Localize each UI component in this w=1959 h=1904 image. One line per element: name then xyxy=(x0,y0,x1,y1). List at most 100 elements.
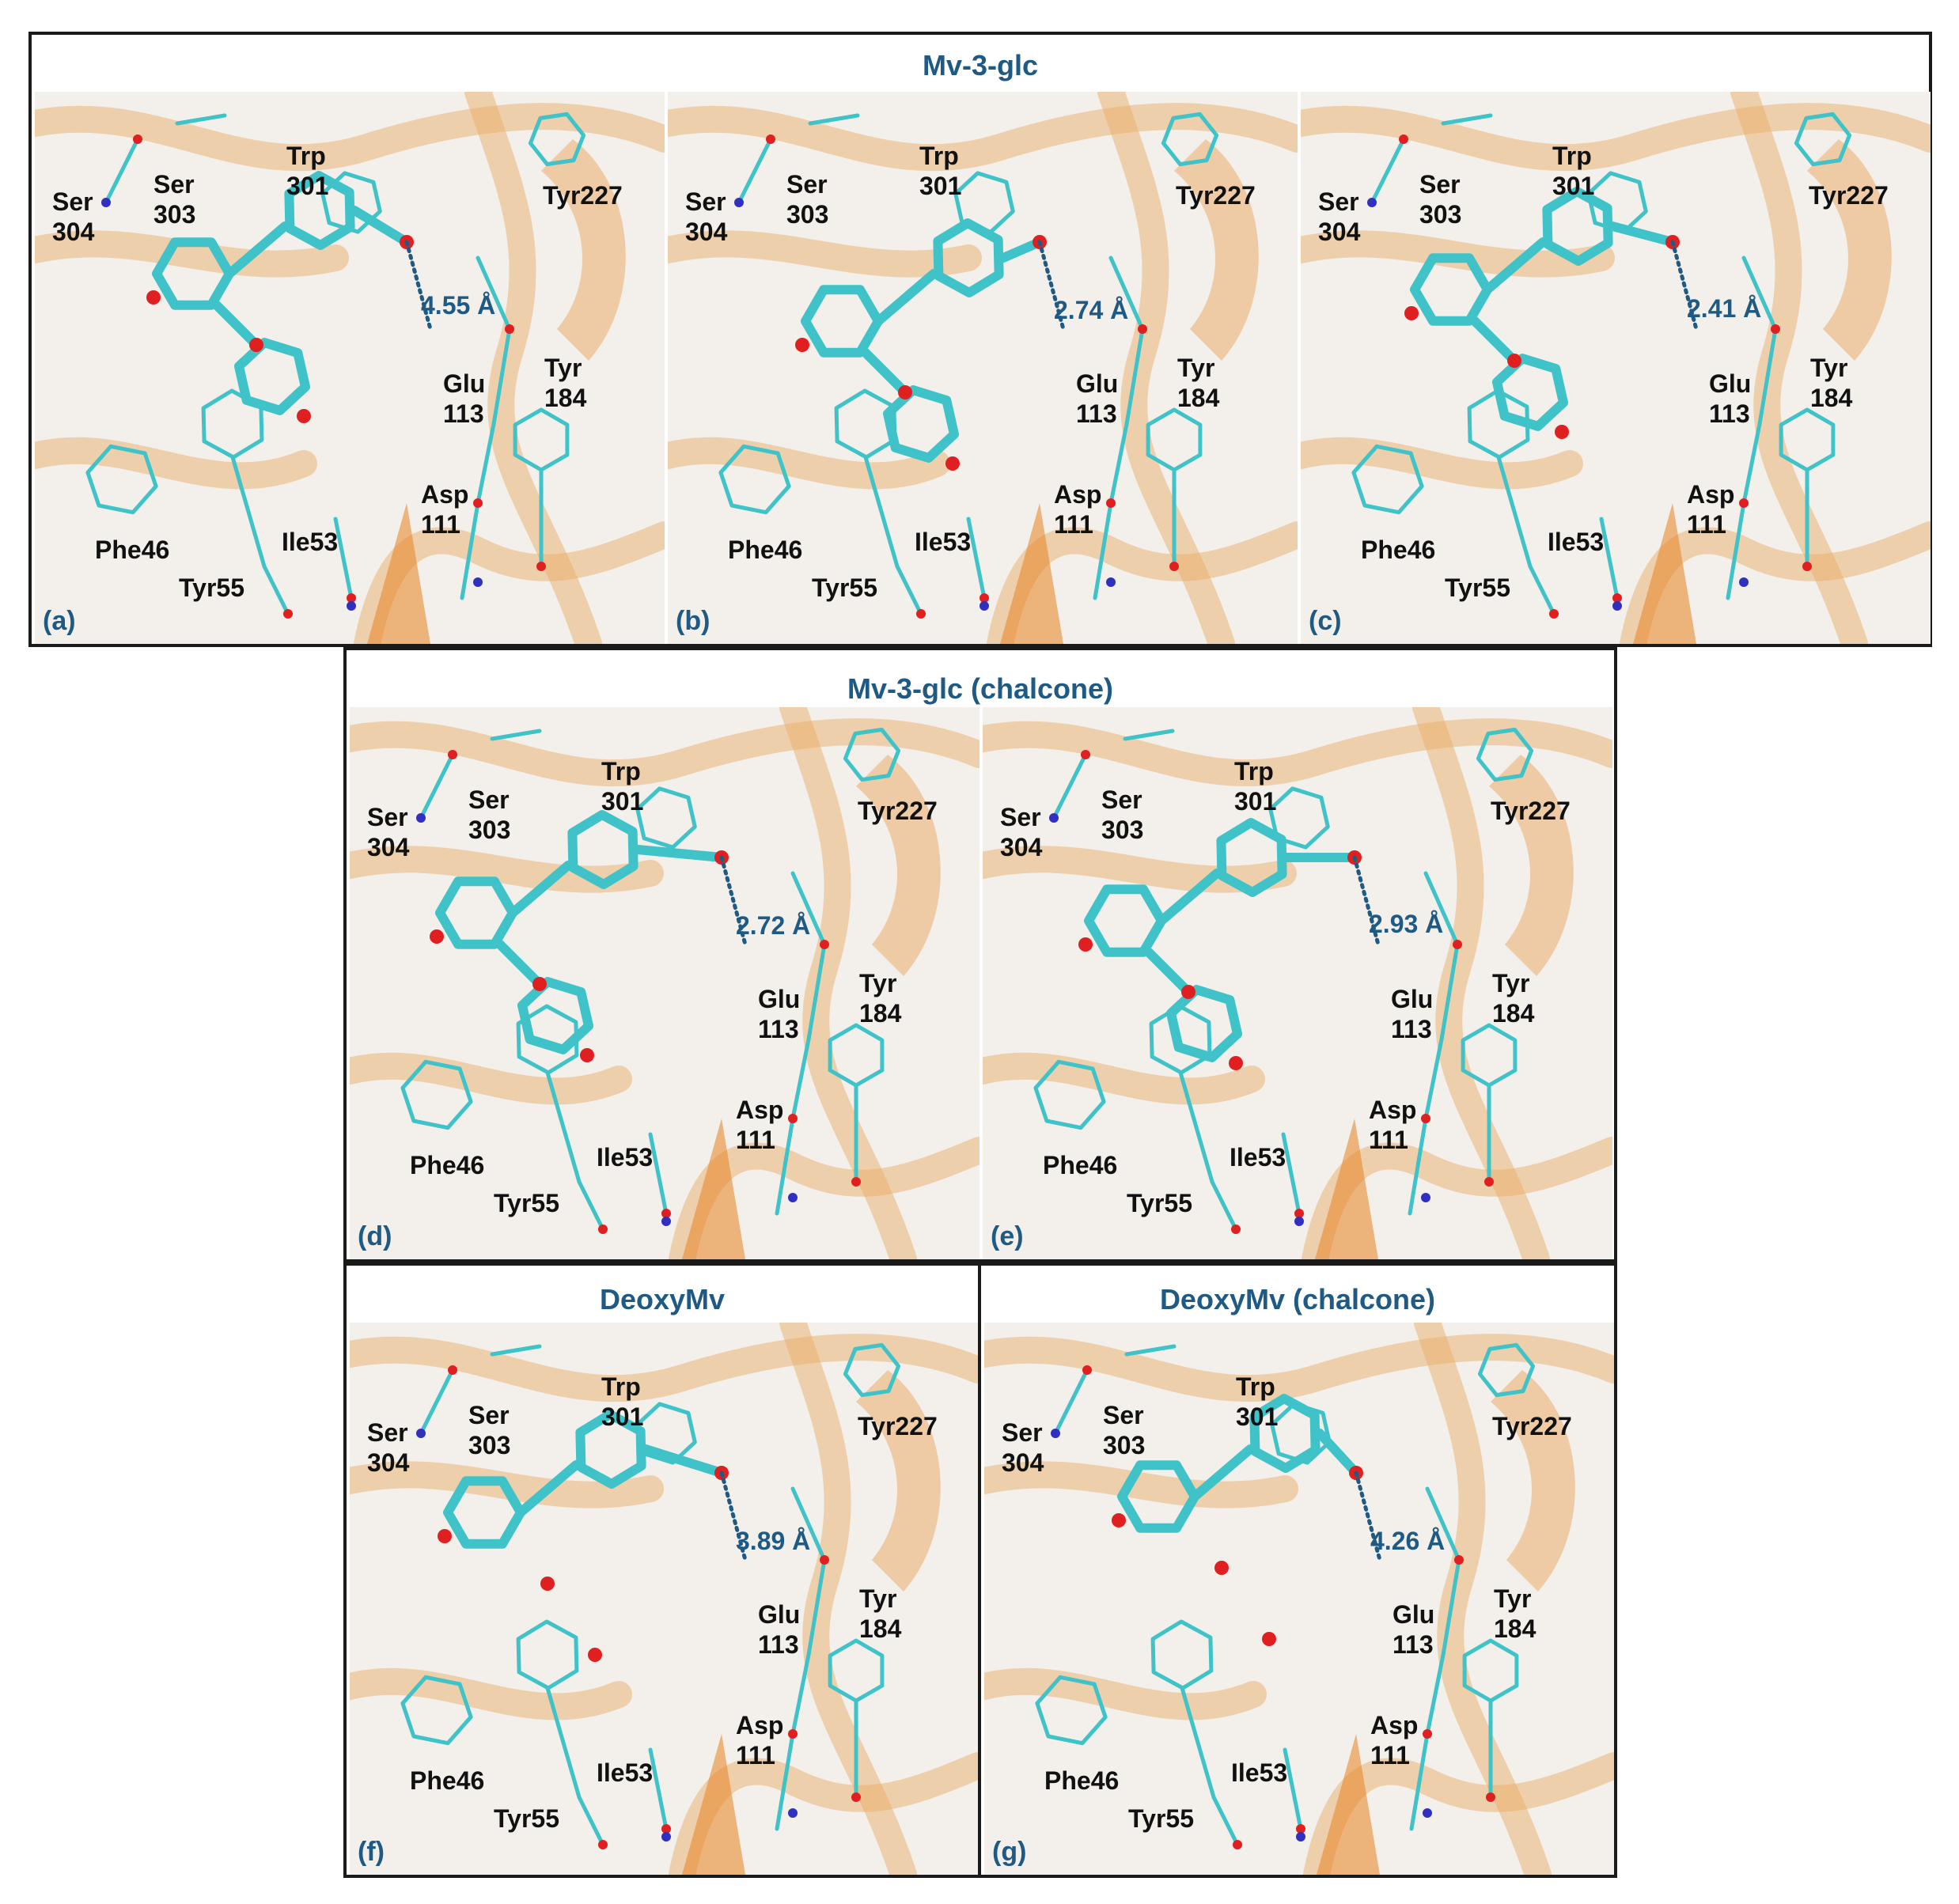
residue-label-line: 304 xyxy=(1002,1448,1044,1477)
residue-label-line: Glu xyxy=(758,985,801,1013)
residue-label-line: Ile53 xyxy=(597,1758,654,1787)
residue-label-line: Tyr xyxy=(1177,354,1215,382)
protein-scene xyxy=(35,92,665,644)
residue-label-line: 184 xyxy=(1177,384,1220,412)
residue-label-line: 184 xyxy=(1494,1614,1537,1643)
protein-scene xyxy=(350,1323,978,1875)
hbond-distance-label: 2.41 Å xyxy=(1687,294,1762,323)
residue-label-line: 113 xyxy=(1393,1630,1434,1659)
residue-label-line: Glu xyxy=(1393,1600,1435,1629)
residue-label-line: Phe46 xyxy=(1044,1766,1120,1795)
residue-label-line: 184 xyxy=(544,384,587,412)
residue-label-tyr227: Tyr227 xyxy=(1491,796,1571,826)
residue-label-line: 304 xyxy=(685,218,728,246)
panel-letter: (c) xyxy=(1309,606,1342,636)
residue-label-line: 111 xyxy=(736,1741,775,1770)
residue-label-line: Phe46 xyxy=(95,536,170,564)
residue-label-line: Tyr55 xyxy=(1128,1804,1195,1833)
residue-label-line: 304 xyxy=(52,218,95,246)
residue-label-line: 303 xyxy=(468,1431,511,1459)
residue-label-tyr227: Tyr227 xyxy=(1176,180,1256,210)
residue-label-line: Glu xyxy=(443,369,486,398)
residue-label-line: Asp xyxy=(736,1096,784,1124)
panel-letter: (d) xyxy=(358,1221,392,1251)
residue-label-line: Ile53 xyxy=(597,1143,654,1172)
residue-label-line: Trp xyxy=(919,142,959,170)
residue-label-line: Ser xyxy=(786,170,828,199)
residue-label-line: Phe46 xyxy=(1361,536,1436,564)
residue-label-line: Ser xyxy=(468,785,510,814)
residue-label-line: Trp xyxy=(1552,142,1592,170)
residue-label-ile53: Ile53 xyxy=(1548,527,1604,557)
residue-label-line: Ser xyxy=(1101,785,1142,814)
residue-label-line: 111 xyxy=(1369,1126,1408,1154)
panel-letter: (b) xyxy=(676,606,710,636)
residue-label-line: Ser xyxy=(468,1401,510,1429)
residue-label-line: Ile53 xyxy=(282,528,339,556)
residue-label-line: Glu xyxy=(1709,369,1752,398)
residue-label-line: Asp xyxy=(1687,480,1735,509)
hbond-distance-label: 4.55 Å xyxy=(421,291,496,320)
residue-label-line: Ser xyxy=(685,187,726,216)
residue-label-line: Ser xyxy=(367,803,408,831)
residue-label-line: 303 xyxy=(1419,200,1462,229)
residue-label-line: Tyr55 xyxy=(179,573,245,602)
panel-letter: (g) xyxy=(992,1837,1027,1867)
residue-label-phe46: Phe46 xyxy=(1043,1150,1117,1180)
residue-label-line: Trp xyxy=(286,142,326,170)
residue-label-line: Asp xyxy=(736,1711,784,1739)
residue-label-line: Asp xyxy=(1054,480,1102,509)
residue-label-line: Tyr227 xyxy=(543,181,623,210)
residue-label-line: 303 xyxy=(1101,816,1144,844)
residue-label-line: 111 xyxy=(421,510,460,539)
residue-label-line: Tyr xyxy=(859,969,897,997)
protein-scene xyxy=(1301,92,1931,644)
protein-scene xyxy=(984,1323,1614,1875)
hbond-distance-label: 4.26 Å xyxy=(1370,1527,1446,1555)
residue-label-line: 301 xyxy=(601,787,644,816)
residue-label-line: Phe46 xyxy=(728,536,803,564)
residue-label-line: Tyr227 xyxy=(1492,1412,1572,1440)
residue-label-line: Tyr55 xyxy=(494,1804,560,1833)
residue-label-line: Trp xyxy=(1234,757,1274,785)
residue-label-line: Ser xyxy=(52,187,93,216)
residue-label-line: Tyr55 xyxy=(1127,1189,1193,1217)
residue-label-line: Glu xyxy=(1076,369,1119,398)
residue-label-line: Tyr55 xyxy=(812,573,878,602)
residue-label-line: Phe46 xyxy=(410,1151,485,1179)
residue-label-line: Trp xyxy=(1236,1372,1275,1401)
hbond-distance-label: 3.89 Å xyxy=(736,1527,811,1555)
residue-label-tyr55: Tyr55 xyxy=(179,573,244,603)
residue-label-line: 113 xyxy=(758,1015,799,1043)
residue-label-line: 184 xyxy=(1492,999,1535,1028)
residue-label-tyr227: Tyr227 xyxy=(858,796,938,826)
protein-scene xyxy=(350,707,980,1259)
group-title-deoxymv-chalcone: DeoxyMv (chalcone) xyxy=(1159,1283,1436,1315)
panel-letter: (f) xyxy=(358,1837,385,1867)
residue-label-line: Asp xyxy=(1369,1096,1417,1124)
residue-label-line: 303 xyxy=(468,816,511,844)
